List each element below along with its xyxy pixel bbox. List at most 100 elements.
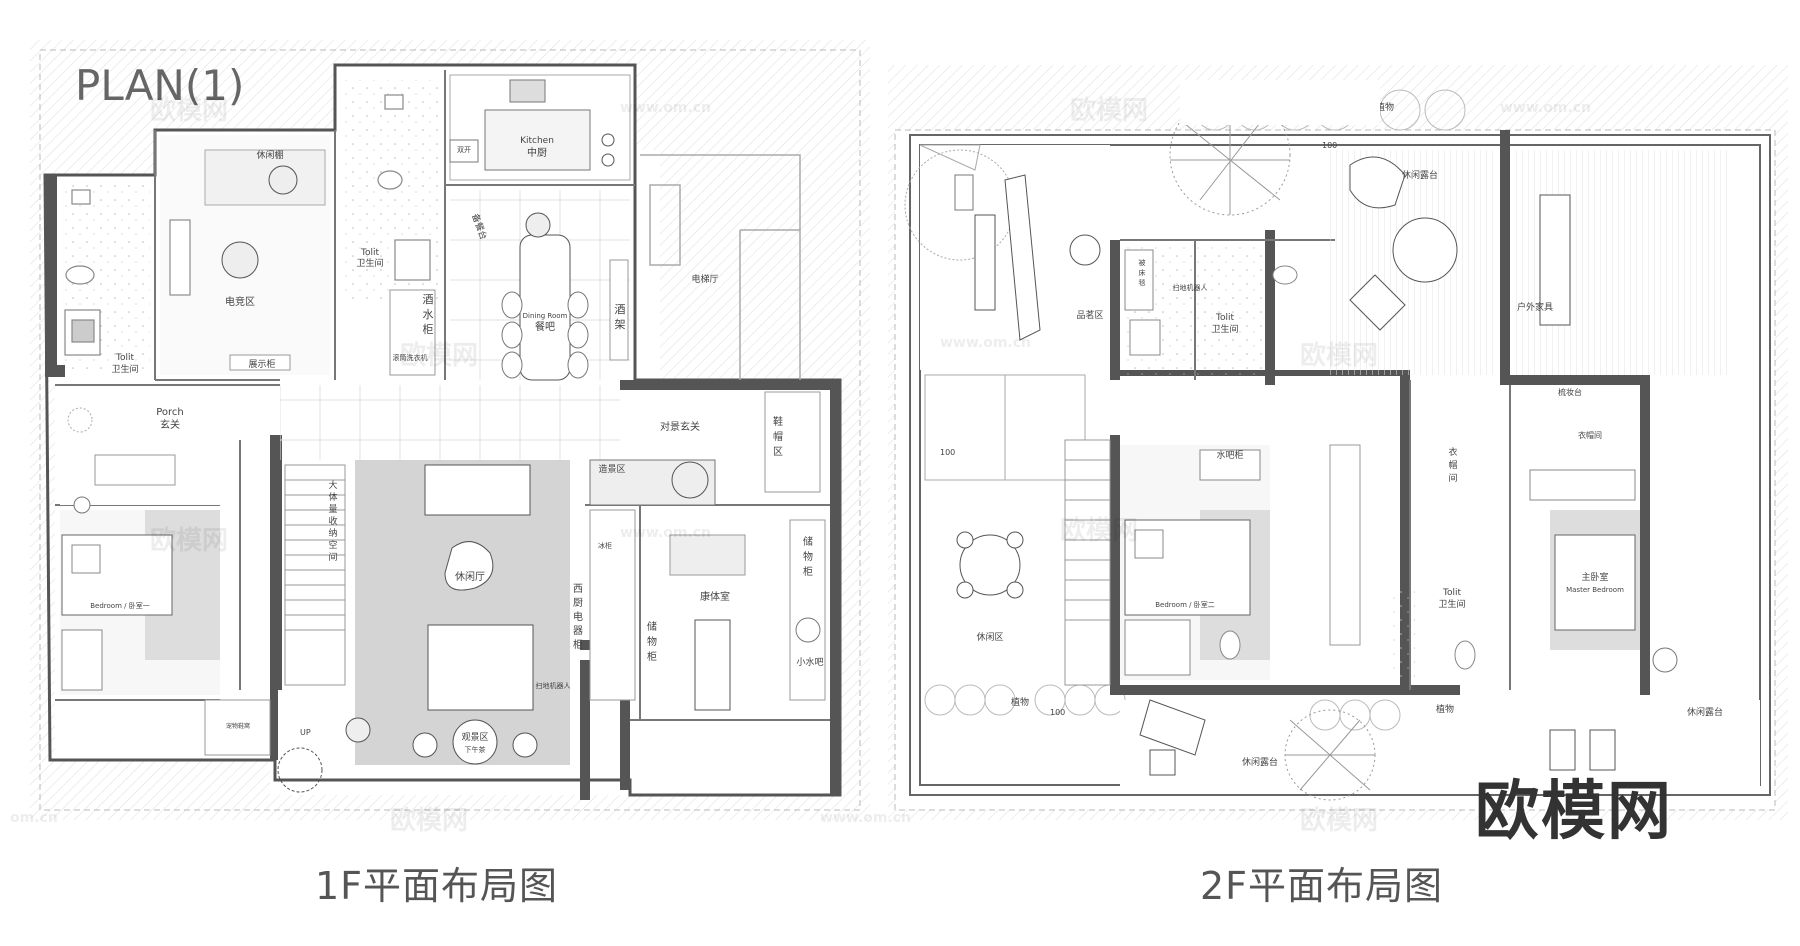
dressing-label: 梳妆台: [1558, 387, 1582, 397]
elevator-hall: [640, 154, 801, 380]
gaming-chair: [221, 241, 259, 279]
gym-label: 康体室: [700, 590, 730, 603]
toilet-mid-label-en: Tolit: [360, 248, 379, 258]
svg-text:量: 量: [328, 504, 337, 515]
toilet-mid-label-cn: 卫生间: [356, 257, 383, 269]
water-cabinet-3: 柜: [423, 323, 434, 336]
outdoor-sofa: [1539, 194, 1571, 326]
toilet-mid2-en: Tolit: [1215, 313, 1234, 323]
view-sublabel: 下午茶: [465, 745, 486, 754]
svg-text:间: 间: [328, 551, 337, 563]
svg-text:物: 物: [803, 550, 813, 563]
linen-label: 被 床 毯: [1139, 258, 1146, 287]
measure-bottom: 100: [1050, 708, 1065, 717]
toilet-right-cn: 卫生间: [1438, 598, 1465, 610]
bedroom2-label: Bedroom / 卧室二: [1155, 600, 1214, 609]
dining-label-cn: 餐吧: [535, 320, 555, 333]
svg-text:储: 储: [647, 620, 657, 633]
robot-label: 扫地机器人: [536, 681, 571, 690]
plant-star: [671, 461, 709, 499]
dining-table: [519, 234, 571, 381]
elevator-label: 电梯厅: [691, 273, 718, 285]
svg-text:器: 器: [573, 625, 583, 637]
landscape-label: 造景区: [598, 463, 625, 475]
svg-text:储: 储: [803, 535, 813, 548]
svg-text:被: 被: [1139, 258, 1146, 267]
svg-text:电: 电: [573, 610, 583, 623]
svg-text:体: 体: [328, 491, 337, 503]
toilet-left-label-cn: 卫生间: [111, 363, 138, 375]
storage-left-label: 储 物 柜: [647, 620, 657, 663]
plan-title: PLAN(1): [75, 61, 244, 110]
tree-top: [1169, 94, 1291, 216]
dining-chairs: [501, 291, 589, 379]
dining-label-en: Dining Room: [523, 312, 568, 320]
mini-bar-label: 小水吧: [796, 656, 823, 668]
first-floor-caption: 1F平面布局图: [315, 864, 559, 908]
master-label-en: Master Bedroom: [1566, 586, 1624, 594]
svg-text:大: 大: [328, 479, 337, 491]
shoe-cabinet-2: 帽: [773, 430, 783, 443]
rest-shed-label: 休闲棚: [256, 149, 283, 161]
site-boundary: [39, 49, 861, 811]
coffee-table: [444, 541, 494, 591]
west-kitchen-label: 西 厨 电 器 柜: [573, 584, 583, 651]
wine-rack-1: 酒: [615, 303, 626, 316]
drum-washer-label: 滚筒洗衣机: [393, 353, 428, 362]
porch-label-en: Porch: [156, 407, 184, 418]
bar-cabinet-label: 水吧柜: [1216, 449, 1243, 461]
rest-table: [959, 534, 1021, 596]
cloakroom-label: 衣帽间: [1578, 430, 1602, 440]
svg-text:物: 物: [647, 635, 657, 648]
terrace-top-label: 休闲露台: [1402, 169, 1438, 181]
tree-bottom: [1284, 709, 1376, 801]
lounger: [1139, 699, 1206, 756]
wine-rack-2: 架: [615, 318, 626, 331]
display-cabinet-label: 展示柜: [248, 358, 275, 370]
toilet-right-en: Tolit: [1442, 588, 1461, 598]
water-cabinet-2: 水: [423, 308, 434, 321]
svg-text:收: 收: [328, 515, 337, 527]
kitchen-label-cn: 中厨: [527, 146, 547, 159]
person-figure-1: [268, 165, 298, 195]
svg-text:西: 西: [573, 584, 583, 595]
pet-house-label: 宠物鞋窝: [226, 722, 250, 730]
svg-text:柜: 柜: [647, 650, 657, 663]
double-sink-label: 双开: [457, 146, 471, 154]
kitchen-island: [484, 109, 591, 171]
measure-left: 100: [940, 448, 955, 457]
plants-top-label: 植物: [1376, 101, 1394, 113]
porch-label-cn: 玄关: [160, 418, 180, 431]
svg-text:间: 间: [1448, 472, 1457, 484]
measure-top: 100: [1322, 141, 1337, 150]
wardrobe-label: 衣 帽 间: [1448, 446, 1457, 484]
kitchen-label-en: Kitchen: [520, 136, 554, 146]
shoe-cabinet-3: 区: [773, 446, 783, 458]
second-floor-plan: 植物 100 品茗区 100 休闲区 植物 100: [888, 65, 1788, 820]
bedroom1-label: Bedroom / 卧室一: [90, 601, 149, 610]
svg-text:柜: 柜: [573, 638, 583, 651]
svg-text:毯: 毯: [1139, 278, 1146, 287]
tea-table: [1004, 174, 1041, 341]
view-label: 观景区: [461, 732, 488, 743]
shoe-cabinet-1: 鞋: [773, 415, 783, 428]
person-figure-2: [525, 212, 551, 238]
terrace-right-label: 休闲露台: [1687, 706, 1723, 718]
storage-right-label: 储 物 柜: [803, 535, 813, 578]
person-figure-3: [345, 717, 371, 743]
terrace-round-table: [1392, 217, 1458, 283]
svg-text:柜: 柜: [803, 565, 813, 578]
svg-text:帽: 帽: [1448, 459, 1457, 471]
robot-label-2: 扫地机器人: [1173, 283, 1208, 292]
svg-text:空: 空: [328, 539, 337, 551]
toilet-left-label-en: Tolit: [115, 353, 134, 363]
sofa-bottom: [427, 624, 534, 711]
stairs: [285, 479, 345, 631]
svg-text:床: 床: [1139, 268, 1146, 277]
esports-label: 电竞区: [225, 295, 255, 308]
rest-area-label: 休闲区: [976, 631, 1003, 643]
storage-stair-label: 大 体 量 收 纳 空 间: [328, 479, 337, 563]
master-label-cn: 主卧室: [1581, 571, 1608, 583]
tea-label: 品茗区: [1076, 310, 1103, 321]
svg-text:厨: 厨: [573, 597, 583, 609]
